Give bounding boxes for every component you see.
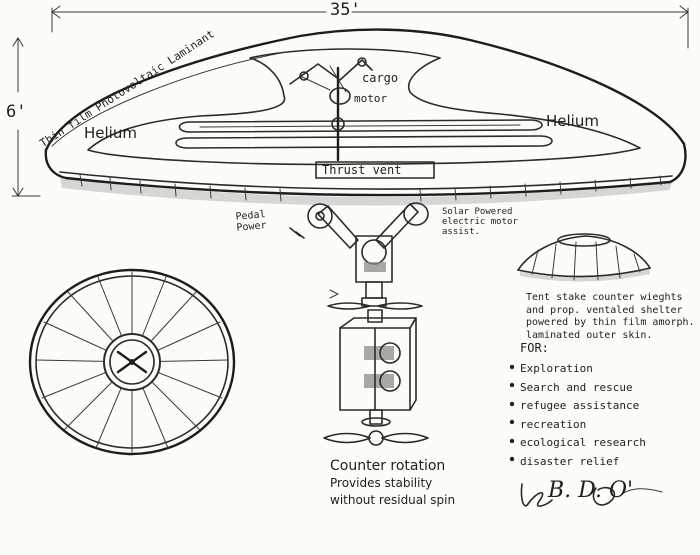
helium-right-label: Helium <box>546 112 599 130</box>
uses-item: recreation <box>520 417 587 431</box>
helium-left-label: Helium <box>84 124 137 142</box>
uses-bullets <box>509 364 515 462</box>
uses-item: Exploration <box>520 362 593 375</box>
uses-list: Exploration Search and rescue refugee as… <box>520 360 646 471</box>
shelter-note: Tent stake counter wieghts and prop. ven… <box>526 292 695 342</box>
shelter-note-line-3: powered by thin film amorph. <box>526 317 695 328</box>
width-dimension-line <box>51 5 689 49</box>
width-dimension-label: 35' <box>330 0 361 20</box>
shelter-note-line-1: Tent stake counter wieghts <box>526 292 683 303</box>
solar-assist-label: Solar Powered electric motor assist. <box>442 207 524 238</box>
airship-body <box>44 28 687 206</box>
shelter-note-line-2: and prop. ventaled shelter <box>526 304 683 316</box>
shelter-note-line-4: laminated outer skin. <box>526 329 653 341</box>
height-dimension-line <box>11 37 41 197</box>
motor-label: motor <box>354 92 388 105</box>
height-dimension-label: 6' <box>6 102 27 122</box>
uses-heading: FOR: <box>520 341 549 355</box>
signature: B. D. O' <box>548 478 634 503</box>
shelter-sketch <box>517 233 651 282</box>
signature-mark <box>520 483 663 507</box>
pedal-power-label: Pedal Power <box>235 208 277 234</box>
caption-title: Counter rotation <box>330 458 446 474</box>
counter-rotation-mechanism <box>289 202 429 446</box>
uses-item: refugee assistance <box>520 399 640 412</box>
counter-rotation-caption: Counter rotation Provides stability with… <box>330 458 455 509</box>
uses-item: Search and rescue <box>520 380 633 394</box>
caption-line-2: Provides stability <box>330 476 433 490</box>
uses-item: disaster relief <box>520 454 620 468</box>
cargo-label: cargo <box>362 71 399 85</box>
uses-item: ecological research <box>520 436 646 449</box>
caption-line-3: without residual spin <box>330 493 456 507</box>
top-view-disc <box>28 268 236 456</box>
thrust-vent-label: Thrust vent <box>322 163 402 177</box>
pedal-power-text: Pedal Power <box>235 209 268 234</box>
solar-assist-text: Solar Powered electric motor assist. <box>442 207 518 237</box>
